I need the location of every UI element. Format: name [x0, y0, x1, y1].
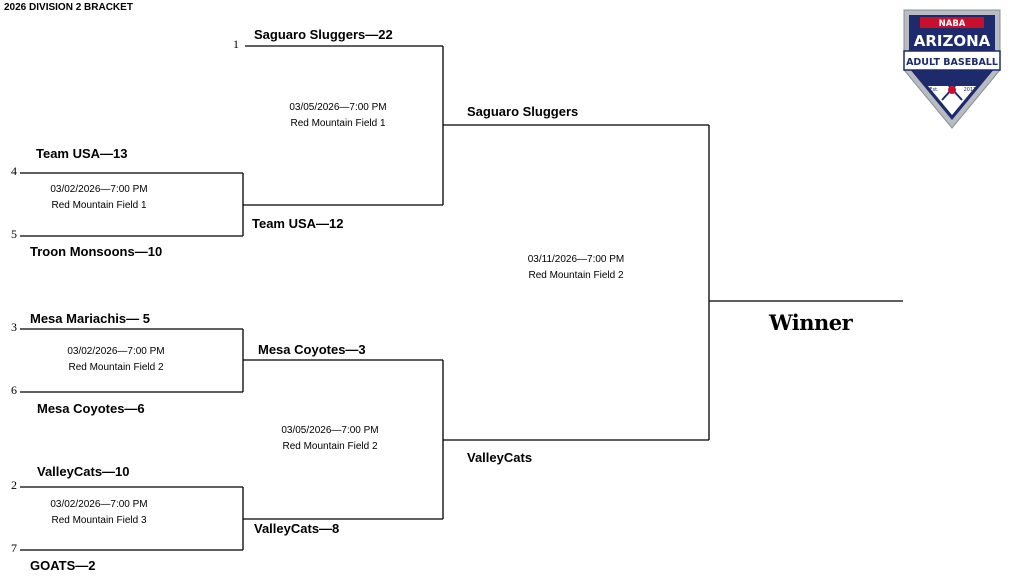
seed-number: 6	[11, 383, 17, 397]
game-date: 03/05/2026—7:00 PM	[289, 102, 387, 113]
game-info: 03/11/2026—7:00 PM Red Mountain Field 2	[506, 252, 646, 284]
logo-line3: ADULT BASEBALL	[906, 57, 998, 68]
game-field: Red Mountain Field 1	[51, 200, 147, 211]
seed-number: 1	[233, 37, 239, 51]
team-name: GOATS—2	[30, 558, 96, 573]
team-name: Saguaro Sluggers—22	[254, 27, 393, 42]
logo-line1: NABA	[939, 19, 966, 29]
game-info: 03/02/2026—7:00 PM Red Mountain Field 2	[51, 344, 181, 376]
game-date: 03/11/2026—7:00 PM	[527, 254, 625, 265]
naba-arizona-logo: NABA ARIZONA ADULT BASEBALL Est. 2017	[896, 4, 1008, 132]
seed-number: 4	[11, 164, 17, 178]
logo-line2: ARIZONA	[914, 32, 991, 50]
game-date: 03/02/2026—7:00 PM	[50, 499, 148, 510]
team-name: Mesa Mariachis— 5	[30, 311, 150, 326]
logo-est-left: Est.	[929, 87, 939, 93]
game-field: Red Mountain Field 2	[528, 270, 624, 281]
seed-number: 2	[11, 478, 17, 492]
game-date: 03/02/2026—7:00 PM	[67, 346, 165, 357]
winner-label: Winner	[769, 310, 853, 335]
team-name: ValleyCats—8	[254, 521, 340, 536]
team-name: ValleyCats—10	[37, 464, 130, 479]
page-title: 2026 DIVISION 2 BRACKET	[4, 2, 133, 13]
logo-est-right: 2017	[964, 87, 977, 93]
game-field: Red Mountain Field 3	[51, 515, 147, 526]
team-name: Troon Monsoons—10	[30, 244, 163, 259]
team-name: Mesa Coyotes—6	[37, 401, 145, 416]
finalist-name: Saguaro Sluggers	[467, 104, 579, 119]
crossed-bats-baseball-icon	[941, 77, 963, 101]
seed-number: 7	[11, 541, 17, 555]
team-name: Team USA—13	[36, 146, 128, 161]
game-info: 03/05/2026—7:00 PM Red Mountain Field 2	[260, 423, 400, 455]
seed-number: 5	[11, 227, 17, 241]
team-name: Team USA—12	[252, 216, 344, 231]
game-info: 03/05/2026—7:00 PM Red Mountain Field 1	[268, 100, 408, 132]
game-date: 03/02/2026—7:00 PM	[50, 184, 148, 195]
game-field: Red Mountain Field 2	[68, 362, 164, 373]
game-field: Red Mountain Field 1	[290, 118, 386, 129]
game-info: 03/02/2026—7:00 PM Red Mountain Field 1	[34, 182, 164, 214]
game-date: 03/05/2026—7:00 PM	[281, 425, 379, 436]
team-name: Mesa Coyotes—3	[258, 342, 366, 357]
seed-number: 3	[11, 320, 17, 334]
finalist-name: ValleyCats	[467, 450, 533, 465]
game-field: Red Mountain Field 2	[282, 441, 378, 452]
game-info: 03/02/2026—7:00 PM Red Mountain Field 3	[34, 497, 164, 529]
